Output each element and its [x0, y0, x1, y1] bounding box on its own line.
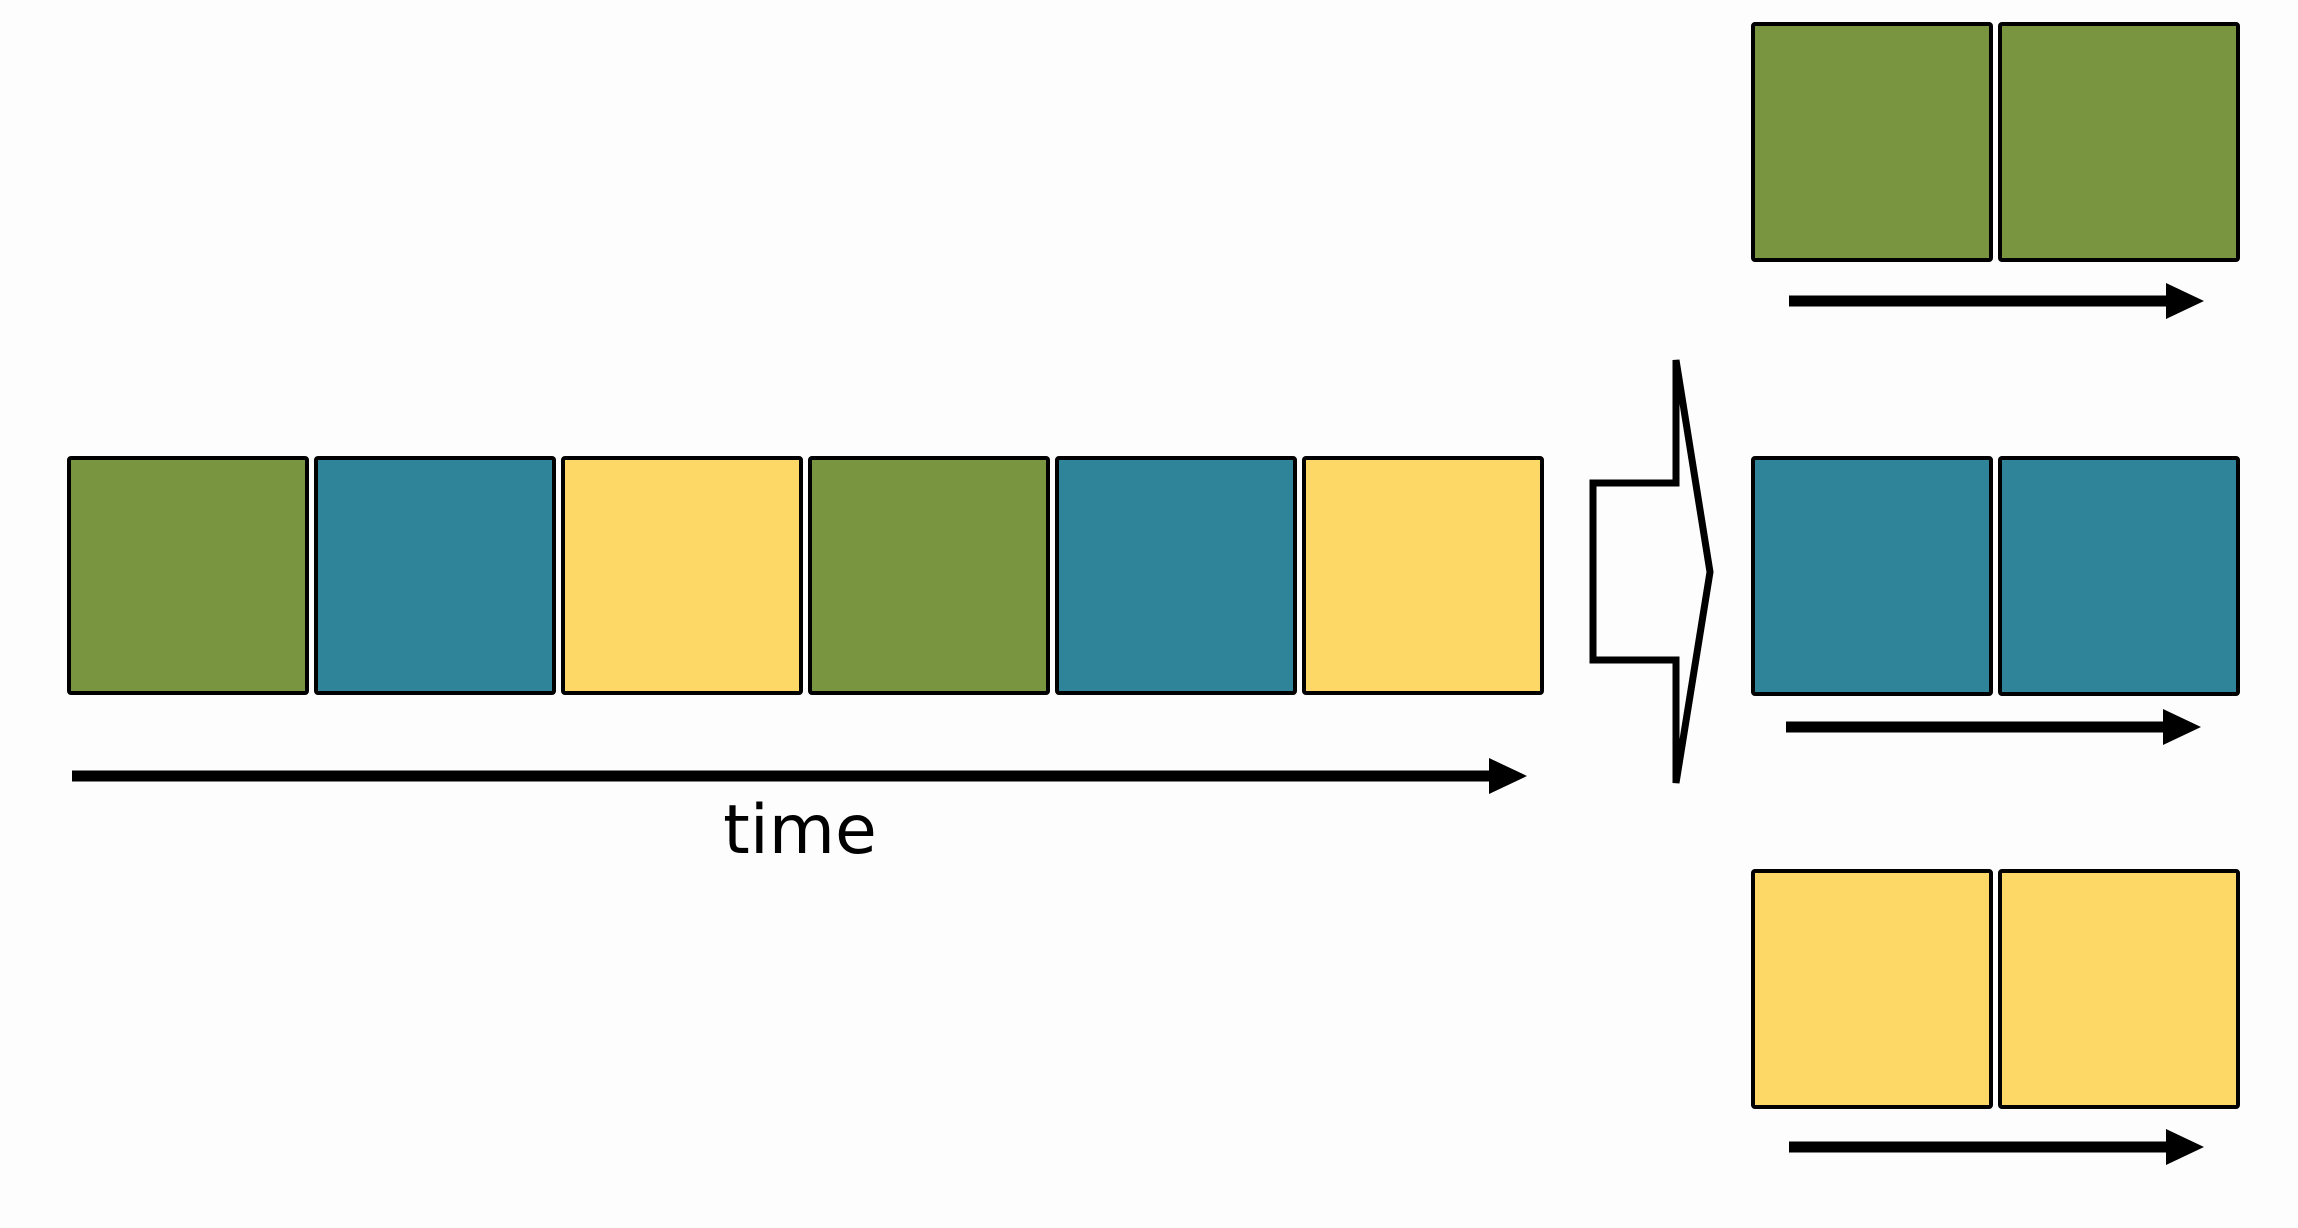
yellow-group-block [1998, 869, 2240, 1109]
green-group-block [1998, 22, 2240, 262]
output-groups [1751, 22, 2240, 1109]
yellow-group-block [1751, 869, 1993, 1109]
split-arrow-icon [1589, 359, 1714, 784]
green-group-arrow [1789, 283, 2204, 319]
timeline-block-green [67, 456, 309, 695]
time-label: time [723, 791, 877, 870]
timeline-block-yellow [1302, 456, 1544, 695]
yellow-group-arrow [1789, 1129, 2204, 1165]
timeline-block-blue [1055, 456, 1297, 695]
timeline-block-blue [314, 456, 556, 695]
timeline-block-green [808, 456, 1050, 695]
timeline-block-yellow [561, 456, 803, 695]
blue-group-block [1998, 456, 2240, 696]
blue-group-arrow [1786, 709, 2201, 745]
green-group-block [1751, 22, 1993, 262]
time-axis-arrow [72, 758, 1527, 794]
timeline-blocks [67, 456, 1544, 695]
blue-group-block [1751, 456, 1993, 696]
